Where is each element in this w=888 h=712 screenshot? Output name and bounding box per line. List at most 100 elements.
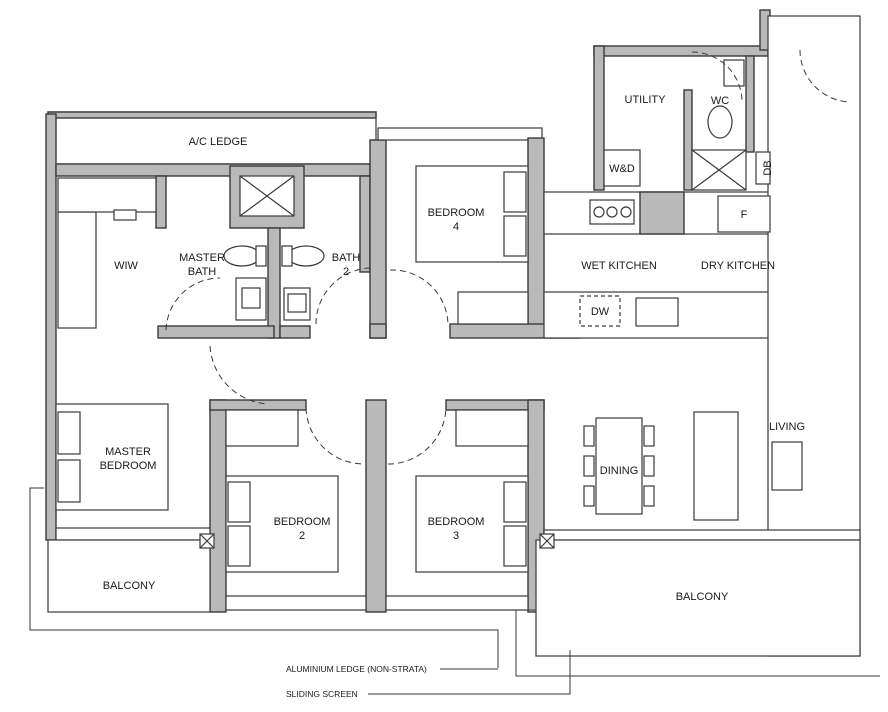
bedroom2-wardrobe [225,409,299,447]
bath2-bottom-wall [279,325,311,339]
dining-chair [643,485,655,507]
bedroom4-door [389,269,449,325]
master-bedroom-label-line1: MASTER [105,446,151,458]
bedroom3-label-line2: 3 [453,530,459,542]
bath2-cistern [281,245,293,267]
room-labels: A/C LEDGE WIW MASTER BATH BATH 2 BEDROOM… [100,94,805,603]
dining-chair [583,425,595,447]
sliding-screen-label: SLIDING SCREEN [286,689,358,699]
bedroom4-label-line1: BEDROOM [428,207,485,219]
bedroom3-door [387,405,447,465]
main-entrance-door [799,49,851,103]
balcony-right-outline [535,539,861,657]
bedroom4-left-wall [369,139,387,339]
dishwasher-label: DW [591,306,610,318]
dining-chair [583,455,595,477]
bedroom2-left-wall [209,399,227,613]
db-box [755,151,771,185]
wc-label: WC [711,95,729,107]
kitchen-sink [635,297,679,327]
bedroom3-window [385,595,529,611]
bath2-door [315,267,373,325]
leader-lines [29,487,880,695]
bath-top-wall [55,163,371,177]
bedroom2-door [305,407,365,465]
master-bath-label-line1: MASTER [179,252,225,264]
washer-dryer [603,149,641,187]
master-bedroom-door [209,345,269,405]
bedroom3-pillow-1 [503,481,527,523]
legend: ALUMINIUM LEDGE (NON-STRATA) SLIDING SCR… [286,664,498,699]
bath2-toilet [287,245,325,267]
wc-toilet [707,105,733,139]
bedroom2-pillow-2 [227,525,251,567]
wet-kitchen-label: WET KITCHEN [581,260,657,272]
bedroom3-pillow-2 [503,525,527,567]
master-bath-door [165,277,221,331]
dishwasher [579,295,621,327]
bedroom3-label-line1: BEDROOM [428,516,485,528]
kitchen-column [639,191,685,235]
master-bed-pillow-1 [57,411,81,455]
bath2-right-wall [359,175,371,273]
fixtures [55,59,803,573]
left-exterior-wall [45,113,57,541]
ac-ledge-outline [47,111,377,165]
utility-wc-divider [683,89,693,191]
bath2-label-line1: BATH [332,252,361,264]
wiw-shelf [57,177,157,213]
bedroom2-window [225,595,367,611]
sofa [693,411,739,521]
master-bedroom-label-line2: BEDROOM [100,460,157,472]
wiw-wardrobe [57,211,97,329]
master-bedroom-window [55,527,211,541]
balcony-left-label: BALCONY [103,580,156,592]
ac-ledge-top-wall [47,111,377,119]
bath2-label-line2: 2 [343,266,349,278]
bath2-basin-inner [287,293,307,313]
balcony-right-label: BALCONY [676,591,729,603]
bedroom2-pillow-1 [227,481,251,523]
balcony-left-outline [47,539,211,613]
bedroom4-window [377,127,543,141]
fridge [717,195,771,233]
bedroom3-wardrobe [455,409,529,447]
walls [45,9,861,657]
dining-label: DINING [600,465,639,477]
washer-dryer-label: W&D [609,163,635,175]
bath-divider-wall [267,227,281,339]
bedroom4-wardrobe [457,291,529,325]
wc-right-wall [745,55,755,153]
living-balcony-door [543,529,861,541]
bedroom4-right-wall [527,137,545,331]
master-bath-bottom-wall [157,325,275,339]
wiw-label: WIW [114,260,138,272]
utility-top-wall [593,45,769,57]
living-label: LIVING [769,421,805,433]
door-swings [165,49,851,465]
bedroom4-pillow-1 [503,171,527,213]
fridge-label: F [741,209,748,221]
wiw-drawer [113,209,137,221]
aluminium-ledge-label: ALUMINIUM LEDGE (NON-STRATA) [286,664,427,674]
dining-chair [643,425,655,447]
master-bath-label-line2: BATH [188,266,217,278]
dry-kitchen-label: DRY KITCHEN [701,260,775,272]
bedroom2-label-line2: 2 [299,530,305,542]
utility-label: UTILITY [625,94,667,106]
bedroom4-door-jamb [369,323,387,339]
ac-ledge-label: A/C LEDGE [189,136,248,148]
master-bath-cistern [255,245,267,267]
coffee-table [771,441,803,491]
wc-basin [723,59,745,87]
bedroom4-pillow-2 [503,215,527,257]
bedroom2-top-wall [209,399,307,411]
db-label: DB [762,160,774,175]
bedroom4-label-line2: 4 [453,221,459,233]
master-bath-basin-inner [241,287,261,309]
master-bath-toilet [223,245,261,267]
bedroom2-3-divider [365,399,387,613]
dining-chair [643,455,655,477]
